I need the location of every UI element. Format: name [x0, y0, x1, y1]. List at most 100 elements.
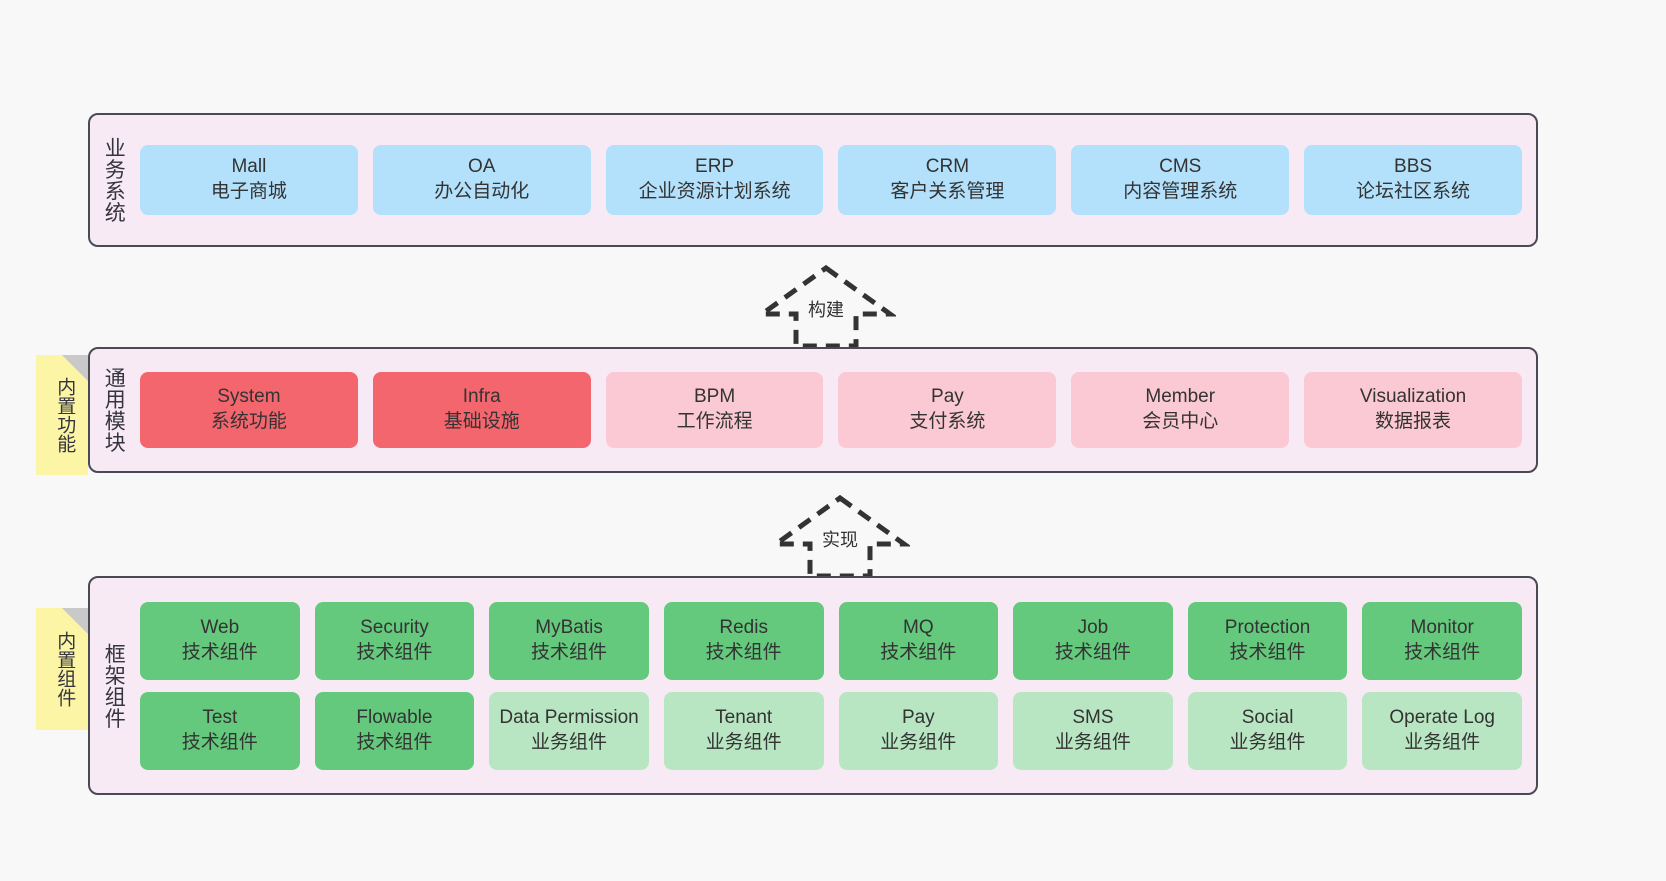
- module-title: System: [217, 386, 281, 408]
- module-card-infra[interactable]: Infra 基础设施: [372, 372, 591, 448]
- module-subtitle: 业务组件: [1404, 731, 1481, 753]
- module-title: BPM: [693, 386, 736, 408]
- module-card-data-permission[interactable]: Data Permission 业务组件: [489, 691, 649, 770]
- layer-label-framework-component: 框架组件: [102, 642, 126, 729]
- module-subtitle: 会员中心: [1142, 411, 1219, 432]
- module-card-flowable[interactable]: Flowable 技术组件: [314, 691, 475, 770]
- module-card-member[interactable]: Member 会员中心: [1071, 372, 1290, 448]
- module-subtitle: 客户关系管理: [890, 181, 1005, 202]
- sticky-note-label: 内置功能: [54, 377, 76, 453]
- module-title: ERP: [695, 156, 735, 178]
- module-title: Pay: [901, 706, 935, 728]
- module-card-cms[interactable]: CMS 内容管理系统: [1071, 145, 1290, 215]
- module-subtitle: 技术组件: [181, 731, 258, 753]
- module-subtitle: 技术组件: [1229, 641, 1306, 663]
- arrow-realize: 实现: [770, 492, 910, 580]
- module-title: Pay: [931, 386, 964, 408]
- module-title: Mall: [231, 156, 267, 178]
- module-card-test[interactable]: Test 技术组件: [140, 691, 300, 770]
- module-card-mall[interactable]: Mall 电子商城: [140, 145, 358, 215]
- module-subtitle: 业务组件: [705, 731, 782, 753]
- module-card-system[interactable]: System 系统功能: [140, 372, 358, 448]
- module-subtitle: 系统功能: [210, 411, 287, 432]
- module-card-sms[interactable]: SMS 业务组件: [1013, 691, 1173, 770]
- module-card-job[interactable]: Job 技术组件: [1013, 601, 1173, 680]
- arrow-label-realize: 实现: [822, 530, 858, 550]
- module-subtitle: 技术组件: [181, 641, 258, 663]
- module-title: Operate Log: [1389, 706, 1495, 728]
- module-title: CMS: [1159, 156, 1202, 178]
- module-card-pay-business[interactable]: Pay 业务组件: [838, 691, 999, 770]
- cell-row: Mall 电子商城 OA 办公自动化 ERP 企业资源计划系统 CRM 客户关系…: [140, 145, 1522, 215]
- module-card-visualization[interactable]: Visualization 数据报表: [1304, 372, 1522, 448]
- module-title: BBS: [1394, 156, 1433, 178]
- module-title: Social: [1241, 706, 1294, 728]
- cell-row: System 系统功能 Infra 基础设施 BPM 工作流程 Pay 支付系统…: [140, 372, 1522, 448]
- layer-body-business-system: Mall 电子商城 OA 办公自动化 ERP 企业资源计划系统 CRM 客户关系…: [136, 115, 1536, 245]
- module-card-oa[interactable]: OA 办公自动化: [372, 145, 591, 215]
- module-title: MQ: [903, 616, 934, 638]
- module-title: SMS: [1072, 706, 1114, 728]
- module-subtitle: 业务组件: [1229, 731, 1306, 753]
- arrow-build: 构建: [756, 262, 896, 350]
- module-subtitle: 工作流程: [676, 411, 753, 432]
- module-subtitle: 论坛社区系统: [1356, 181, 1471, 202]
- module-card-redis[interactable]: Redis 技术组件: [663, 601, 824, 680]
- module-title: Data Permission: [499, 706, 639, 728]
- module-title: Redis: [719, 616, 768, 638]
- module-title: Security: [360, 616, 429, 638]
- arrow-up-dashed-icon: [756, 264, 896, 349]
- layer-label-common-module: 通用模块: [102, 367, 126, 453]
- module-card-crm[interactable]: CRM 客户关系管理: [838, 145, 1057, 215]
- module-card-mq[interactable]: MQ 技术组件: [838, 601, 999, 680]
- module-subtitle: 支付系统: [909, 411, 986, 432]
- layer-body-common-module: System 系统功能 Infra 基础设施 BPM 工作流程 Pay 支付系统…: [136, 349, 1536, 471]
- module-card-pay[interactable]: Pay 支付系统: [838, 372, 1057, 448]
- layer-framework-component: 框架组件 Web 技术组件 Security 技术组件 MyBatis 技术组件…: [88, 576, 1538, 795]
- module-subtitle: 技术组件: [1404, 641, 1481, 663]
- module-subtitle: 技术组件: [880, 641, 957, 663]
- layer-common-module: 通用模块 System 系统功能 Infra 基础设施 BPM 工作流程 Pay…: [88, 347, 1538, 473]
- module-card-monitor[interactable]: Monitor 技术组件: [1362, 601, 1522, 680]
- sticky-note-builtin-component: 内置组件: [36, 608, 88, 730]
- module-subtitle: 技术组件: [1054, 641, 1131, 663]
- module-title: Test: [202, 706, 238, 728]
- layer-business-system: 业务系统 Mall 电子商城 OA 办公自动化 ERP 企业资源计划系统 CRM…: [88, 113, 1538, 247]
- module-subtitle: 技术组件: [356, 641, 433, 663]
- module-card-mybatis[interactable]: MyBatis 技术组件: [489, 601, 649, 680]
- module-title: MyBatis: [535, 616, 603, 638]
- module-card-operate-log[interactable]: Operate Log 业务组件: [1362, 691, 1522, 770]
- module-card-bbs[interactable]: BBS 论坛社区系统: [1304, 145, 1522, 215]
- module-subtitle: 技术组件: [356, 731, 433, 753]
- module-card-protection[interactable]: Protection 技术组件: [1187, 601, 1348, 680]
- module-card-erp[interactable]: ERP 企业资源计划系统: [605, 145, 824, 215]
- module-card-security[interactable]: Security 技术组件: [314, 601, 475, 680]
- module-subtitle: 技术组件: [705, 641, 782, 663]
- sticky-note-builtin-function: 内置功能: [36, 355, 88, 475]
- module-subtitle: 业务组件: [1054, 731, 1131, 753]
- layer-body-framework-component: Web 技术组件 Security 技术组件 MyBatis 技术组件 Redi…: [136, 578, 1536, 793]
- module-title: Flowable: [356, 706, 433, 728]
- arrow-label-build: 构建: [808, 300, 844, 320]
- module-card-tenant[interactable]: Tenant 业务组件: [663, 691, 824, 770]
- sticky-note-label: 内置组件: [54, 631, 76, 707]
- module-title: Job: [1077, 616, 1109, 638]
- module-subtitle: 技术组件: [531, 641, 608, 663]
- module-subtitle: 企业资源计划系统: [638, 181, 791, 202]
- module-subtitle: 基础设施: [443, 411, 520, 432]
- module-card-web[interactable]: Web 技术组件: [140, 601, 300, 680]
- module-subtitle: 业务组件: [880, 731, 957, 753]
- module-subtitle: 内容管理系统: [1123, 181, 1238, 202]
- module-title: Tenant: [715, 706, 773, 728]
- module-card-social[interactable]: Social 业务组件: [1187, 691, 1348, 770]
- cell-row: Test 技术组件 Flowable 技术组件 Data Permission …: [140, 691, 1522, 770]
- module-card-bpm[interactable]: BPM 工作流程: [605, 372, 824, 448]
- module-subtitle: 业务组件: [531, 731, 608, 753]
- module-subtitle: 数据报表: [1375, 411, 1452, 432]
- layer-label-business-system: 业务系统: [102, 137, 126, 223]
- module-title: Member: [1145, 386, 1216, 408]
- module-title: Web: [200, 616, 240, 638]
- module-title: Infra: [462, 386, 501, 408]
- page-fold-icon: [62, 355, 88, 381]
